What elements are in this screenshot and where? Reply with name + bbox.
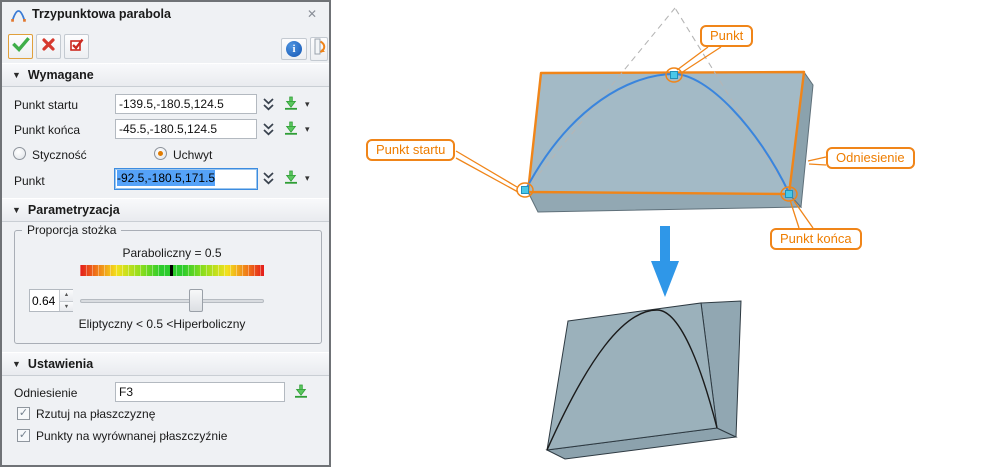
dropdown-caret-icon[interactable]: ▾ [305, 124, 310, 134]
close-icon: ✕ [306, 7, 318, 21]
project-checkbox-label: Rzutuj na płaszczyznę [36, 407, 156, 421]
result-parabola-curve [546, 309, 718, 451]
aligned-points-checkbox[interactable]: ✓ [17, 429, 30, 442]
close-button[interactable]: ✕ [304, 6, 320, 22]
result-block-front-face [546, 302, 718, 451]
tangency-radio[interactable] [13, 147, 26, 160]
collapse-icon: ▼ [12, 205, 21, 215]
dropdown-caret-icon[interactable]: ▾ [305, 99, 310, 109]
pick-point-button[interactable] [283, 120, 299, 141]
end-point-input[interactable] [115, 119, 257, 139]
callout-punkt: Punkt [700, 25, 754, 47]
callout-label: Punkt [710, 28, 744, 43]
dialog-title: Trzypunktowa parabola [32, 7, 171, 21]
check-icon: ✓ [18, 429, 29, 441]
reference-label: Odniesienie [14, 386, 78, 400]
pick-point-icon [295, 384, 307, 398]
collapse-icon: ▼ [12, 70, 21, 80]
source-block-bottom-face [527, 191, 803, 213]
info-button[interactable]: i [281, 38, 307, 60]
page-flip-icon [312, 37, 327, 61]
end-point-label: Punkt końca [14, 123, 81, 137]
gradient-center-marker [170, 265, 173, 276]
source-block-top-face-highlighted [526, 70, 806, 196]
tangency-radio-label: Styczność [32, 148, 87, 162]
section-label: Ustawienia [27, 357, 94, 371]
spin-up-button[interactable]: ▲ [60, 290, 73, 301]
cancel-x-icon [41, 37, 56, 57]
conic-gradient-bar [80, 265, 264, 276]
range-label: Eliptyczny < 0.5 <Hiperboliczny [78, 317, 246, 331]
section-header-parameterization[interactable]: ▼ Parametryzacja [2, 198, 329, 222]
section-label: Wymagane [27, 68, 94, 82]
pick-point-button[interactable] [283, 169, 299, 190]
end-point-marker [785, 190, 793, 198]
start-point-input[interactable] [115, 94, 257, 114]
point-label: Punkt [14, 174, 45, 188]
start-point-label: Punkt startu [14, 98, 79, 112]
cancel-button[interactable] [36, 34, 61, 59]
point-input[interactable]: -92.5,-180.5,171.5 [114, 168, 258, 190]
down-arrow [651, 226, 679, 297]
handle-radio[interactable] [154, 147, 167, 160]
start-point-circle [516, 182, 534, 198]
pick-point-icon [285, 170, 297, 184]
ok-button[interactable] [8, 34, 33, 59]
callout-label: Odniesienie [836, 150, 905, 165]
start-point-marker [521, 186, 529, 194]
groupbox-title: Proporcja stożka [22, 223, 122, 237]
pick-point-icon [285, 121, 297, 135]
parabolic-label: Paraboliczny = 0.5 [122, 246, 222, 260]
ratio-slider-handle[interactable] [189, 289, 203, 312]
page-flip-button[interactable] [310, 37, 328, 61]
ratio-spinner: ▲ ▼ [29, 289, 73, 312]
ok-check-icon [11, 36, 30, 57]
dropdown-caret-icon[interactable]: ▾ [305, 173, 310, 183]
ratio-slider-track[interactable] [80, 299, 264, 303]
handle-radio-label: Uchwyt [173, 148, 213, 162]
conic-ratio-groupbox [14, 230, 322, 344]
point-markers [516, 67, 798, 202]
callout-label: Punkt końca [780, 231, 852, 246]
aligned-points-checkbox-label: Punkty na wyrównanej płaszczyźnie [36, 429, 228, 443]
mid-point-circle [665, 67, 683, 83]
spin-down-icon: ▼ [63, 303, 70, 310]
check-icon: ✓ [18, 407, 29, 419]
project-checkbox[interactable]: ✓ [17, 407, 30, 420]
selected-text: -92.5,-180.5,171.5 [117, 170, 216, 186]
ratio-spinner-input[interactable] [30, 290, 59, 311]
mid-point-marker [670, 71, 678, 79]
illustration-canvas [455, 7, 827, 460]
expand-chevrons-icon[interactable] [262, 171, 275, 191]
source-block [526, 70, 814, 213]
expand-chevrons-icon[interactable] [262, 97, 275, 117]
apply-button[interactable] [64, 34, 89, 59]
collapse-icon: ▼ [12, 359, 21, 369]
spin-up-icon: ▲ [63, 292, 70, 298]
apply-check-icon [69, 36, 85, 57]
spin-down-button[interactable]: ▼ [60, 300, 73, 311]
expand-chevrons-icon[interactable] [262, 122, 275, 142]
end-point-circle [780, 186, 798, 202]
callout-punkt-startu: Punkt startu [366, 139, 456, 161]
pick-point-button[interactable] [283, 95, 299, 116]
section-header-required[interactable]: ▼ Wymagane [2, 63, 329, 87]
pick-point-icon [285, 96, 297, 110]
callout-punkt-konca: Punkt końca [770, 228, 862, 250]
pick-reference-button[interactable] [293, 383, 309, 404]
section-label: Parametryzacja [27, 203, 120, 217]
three-point-parabola-dialog: Trzypunktowa parabola ✕ [0, 0, 331, 467]
section-header-settings[interactable]: ▼ Ustawienia [2, 352, 329, 376]
reference-input[interactable] [115, 382, 285, 402]
spinner-buttons: ▲ ▼ [59, 290, 73, 311]
callout-label: Punkt startu [376, 142, 446, 157]
dialog-titlebar[interactable]: Trzypunktowa parabola ✕ [2, 2, 329, 27]
parabola-icon [10, 7, 27, 28]
callout-odniesienie: Odniesienie [826, 147, 915, 169]
callout-leaders [455, 46, 827, 229]
info-icon: i [286, 41, 302, 57]
result-block [545, 300, 742, 460]
